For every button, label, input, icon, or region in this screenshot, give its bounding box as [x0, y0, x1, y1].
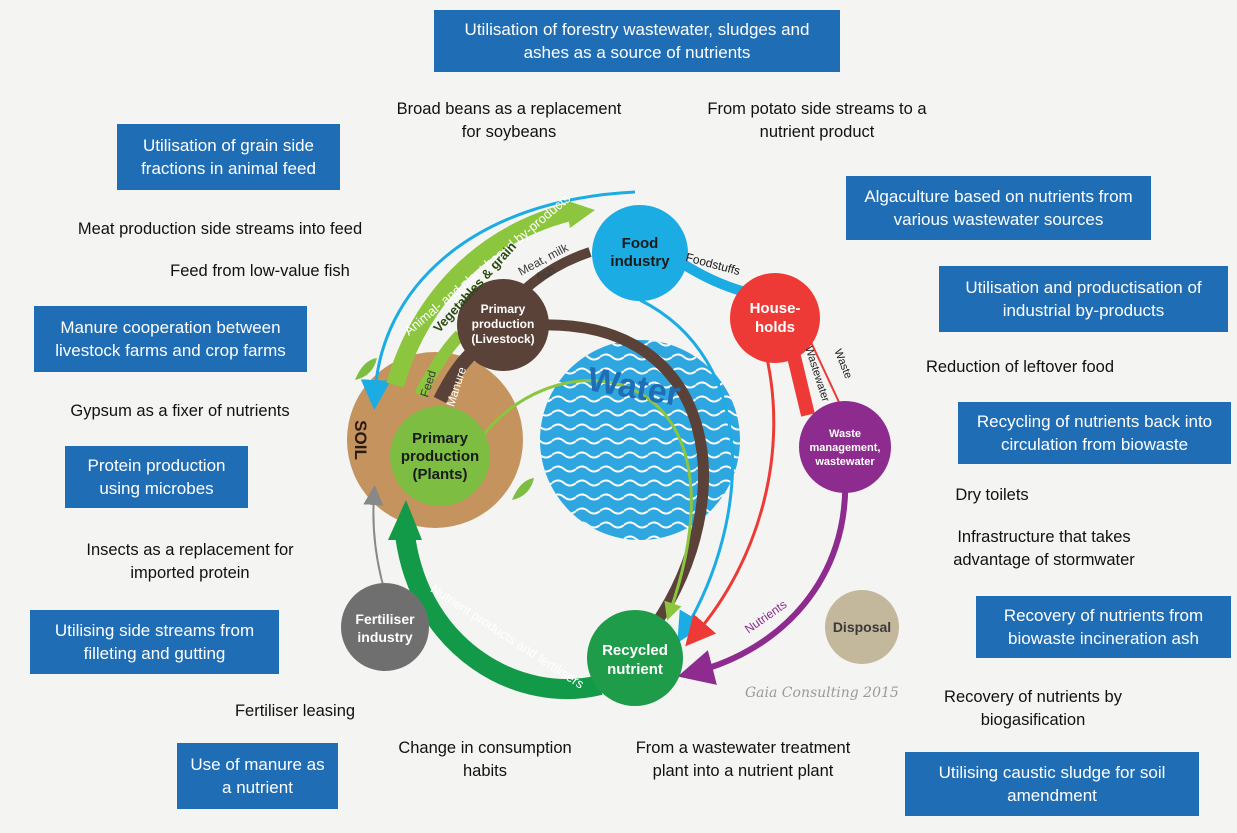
- box-incineration-ash: Recovery of nutrients from biowaste inci…: [976, 596, 1231, 658]
- soil-label: SOIL: [351, 420, 370, 460]
- livestock-flow-arrow: [539, 319, 709, 629]
- note-text: From potato side streams to a nutrient p…: [707, 100, 927, 141]
- credit-text: Gaia Consulting 2015: [745, 685, 899, 701]
- note-insects: Insects as a replacement for imported pr…: [55, 539, 325, 585]
- recycled-nutrient-node: [587, 610, 683, 706]
- plants-label-2: production: [401, 448, 479, 465]
- note-meat-side-streams: Meat production side streams into feed: [50, 218, 390, 241]
- box-manure-nutrient: Use of manure as a nutrient: [177, 743, 338, 809]
- recycled-label-1: Recycled: [602, 642, 668, 659]
- box-algaculture: Algaculture based on nutrients from vari…: [846, 176, 1151, 240]
- note-text: Broad beans as a replacement for soybean…: [396, 100, 622, 141]
- note-biogasification: Recovery of nutrients by biogasification: [913, 686, 1153, 732]
- food-industry-flow-arrow: [639, 298, 734, 643]
- note-consumption-habits: Change in consumption habits: [365, 737, 605, 783]
- disposal-label: Disposal: [833, 619, 891, 635]
- note-text: Change in consumption habits: [398, 739, 572, 780]
- plants-node: [390, 406, 490, 506]
- plants-label-3: (Plants): [412, 466, 467, 483]
- note-text: Gypsum as a fixer of nutrients: [70, 402, 290, 420]
- note-leftover-food: Reduction of leftover food: [895, 356, 1145, 379]
- waste-flow-label: Waste: [831, 347, 854, 380]
- by-products-arrow: [360, 190, 636, 410]
- waste-label-1: Waste: [829, 428, 861, 440]
- fertiliser-arrow: [363, 485, 384, 586]
- note-text: Reduction of leftover food: [925, 358, 1115, 376]
- fertiliser-industry-node: [341, 583, 429, 671]
- households-label-2: holds: [755, 319, 795, 336]
- households-label-1: House-: [750, 300, 801, 317]
- box-filleting-gutting: Utilising side streams from filleting an…: [30, 610, 279, 674]
- box-manure-cooperation: Manure cooperation between livestock far…: [34, 306, 307, 372]
- box-grain-side-fractions: Utilisation of grain side fractions in a…: [117, 124, 340, 190]
- fertiliser-label-2: industry: [357, 629, 412, 645]
- households-node: [730, 273, 820, 363]
- note-stormwater: Infrastructure that takes advantage of s…: [924, 526, 1164, 572]
- note-fertiliser-leasing: Fertiliser leasing: [215, 700, 375, 723]
- livestock-label-1: Primary: [481, 302, 526, 316]
- vegetables-arrow: [386, 203, 573, 388]
- box-protein-microbes: Protein production using microbes: [65, 446, 248, 508]
- waste-label-2: management,: [810, 442, 881, 454]
- note-text: Recovery of nutrients by biogasification: [944, 688, 1122, 729]
- food-industry-node: [592, 205, 688, 301]
- households-flow-arrow: [685, 349, 776, 647]
- manure-arrow: [414, 330, 465, 398]
- livestock-label-3: (Livestock): [471, 332, 534, 346]
- food-industry-label-2: industry: [610, 253, 670, 270]
- plants-flow-arrow: [468, 379, 693, 621]
- leaf-icon: [512, 478, 534, 500]
- leaf-icon: [355, 358, 377, 380]
- recycled-label-2: nutrient: [607, 661, 663, 678]
- note-wastewater-plant: From a wastewater treatment plant into a…: [608, 737, 878, 783]
- note-text: Dry toilets: [955, 486, 1029, 504]
- note-dry-toilets: Dry toilets: [922, 484, 1062, 507]
- plants-label-1: Primary: [412, 430, 469, 447]
- nutrient-products-arrow: [395, 533, 603, 699]
- box-industrial-by-products: Utilisation and productisation of indust…: [939, 266, 1228, 332]
- livestock-label-2: production: [472, 317, 535, 331]
- note-broad-beans: Broad beans as a replacement for soybean…: [364, 98, 654, 144]
- food-industry-label-1: Food: [622, 235, 659, 252]
- note-text: Infrastructure that takes advantage of s…: [953, 528, 1135, 569]
- fertiliser-label-1: Fertiliser: [355, 611, 415, 627]
- note-text: Meat production side streams into feed: [77, 220, 363, 238]
- note-text: Insects as a replacement for imported pr…: [86, 541, 294, 582]
- box-caustic-sludge: Utilising caustic sludge for soil amendm…: [905, 752, 1199, 816]
- note-text: Fertiliser leasing: [234, 702, 356, 720]
- note-gypsum: Gypsum as a fixer of nutrients: [35, 400, 325, 423]
- livestock-node: [457, 279, 549, 371]
- note-text: Feed from low-value fish: [170, 262, 350, 280]
- note-low-value-fish: Feed from low-value fish: [140, 260, 380, 283]
- waste-management-node: [799, 401, 891, 493]
- box-biowaste-recycling: Recycling of nutrients back into circula…: [958, 402, 1231, 464]
- note-potato-side-streams: From potato side streams to a nutrient p…: [672, 98, 962, 144]
- disposal-node: [825, 590, 899, 664]
- nutrient-products-arrowhead: [388, 500, 422, 540]
- note-text: From a wastewater treatment plant into a…: [635, 739, 851, 780]
- feed-arrow: [433, 350, 476, 404]
- box-forestry-wastewater: Utilisation of forestry wastewater, slud…: [434, 10, 840, 72]
- vegetables-arrowhead: [565, 200, 595, 228]
- waste-label-3: wastewater: [814, 456, 875, 468]
- nutrients-arrow: [677, 474, 849, 685]
